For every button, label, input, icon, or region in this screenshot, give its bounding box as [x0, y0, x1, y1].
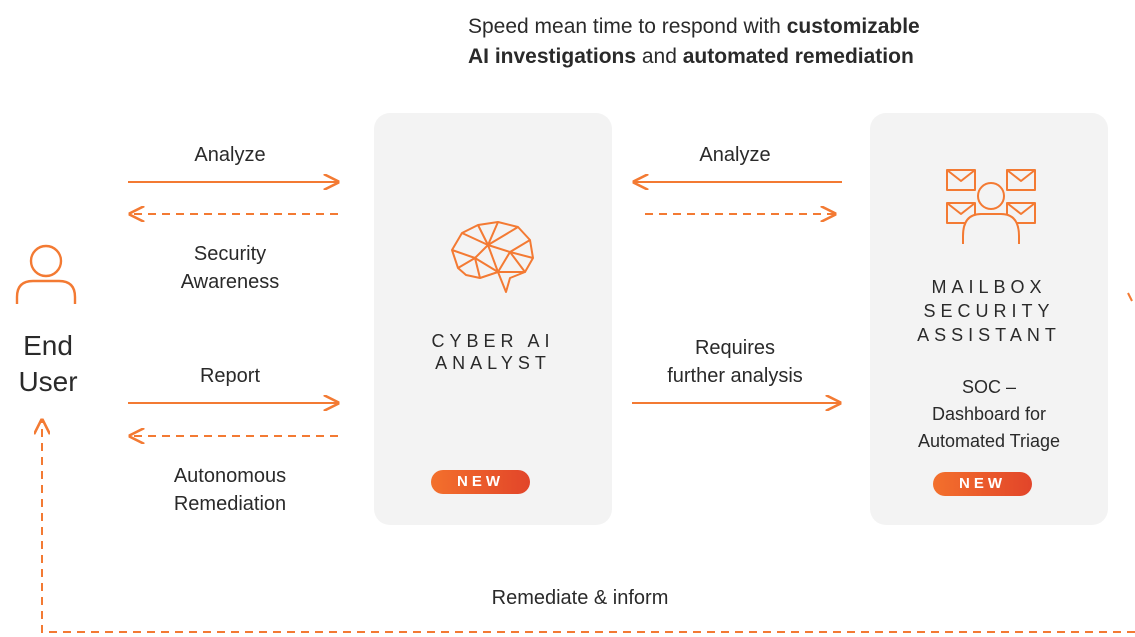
brain-icon — [451, 221, 534, 293]
left-analyze-label: Analyze — [194, 144, 266, 166]
headline-bold-1: customizable — [786, 15, 920, 38]
remediate-loop-arrow — [42, 420, 1135, 633]
cyber-ai-new-badge: NEW — [431, 470, 530, 494]
end-user-label: End User — [18, 330, 78, 397]
security-awareness-label: Security Awareness — [180, 243, 280, 293]
mailbox-assistant-title: MAILBOX SECURITY ASSISTANT — [917, 277, 1061, 345]
mailbox-analyst-icon — [946, 169, 1036, 244]
user-icon — [15, 244, 77, 304]
middle-analyze-label: Analyze — [699, 144, 771, 166]
headline-text-1: Speed mean time to respond with — [468, 15, 787, 38]
headline-text-2: and — [636, 45, 683, 68]
cyber-ai-analyst-title: CYBER AI ANALYST — [431, 331, 555, 373]
requires-further-analysis-label: Requires further analysis — [667, 337, 803, 387]
mailbox-assistant-subtitle: SOC – Dashboard for Automated Triage — [917, 377, 1061, 451]
headline-bold-2: AI investigations — [468, 45, 637, 68]
remediate-inform-label: Remediate & inform — [491, 587, 669, 609]
headline: Speed mean time to respond with customiz… — [468, 12, 1068, 72]
edge-tick — [1127, 292, 1133, 302]
headline-bold-3: automated remediation — [682, 45, 914, 68]
mailbox-assistant-card — [870, 113, 1108, 525]
report-label: Report — [199, 365, 261, 387]
mailbox-new-badge: NEW — [933, 472, 1032, 496]
autonomous-remediation-label: Autonomous Remediation — [173, 465, 287, 515]
cyber-ai-analyst-card — [374, 113, 612, 525]
